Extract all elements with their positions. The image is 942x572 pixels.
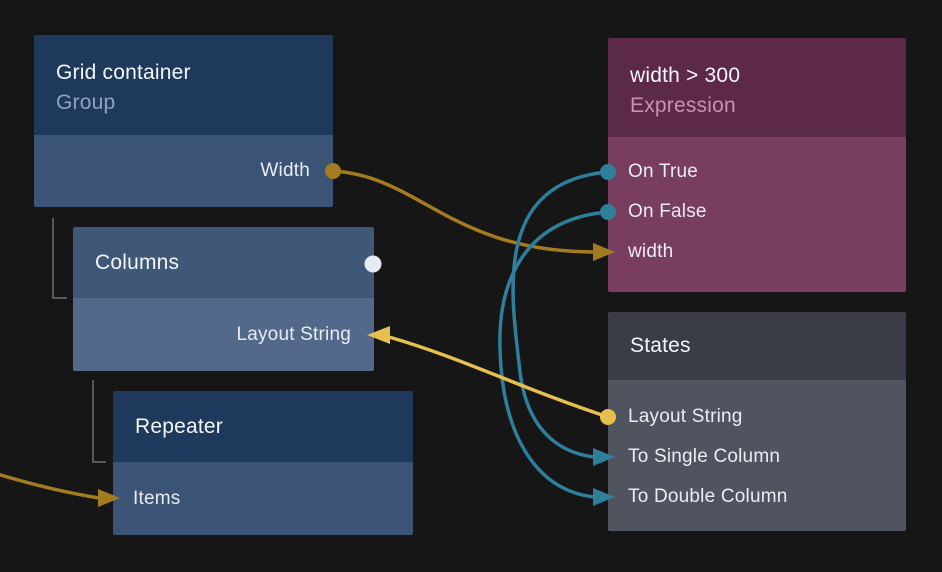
port-label: Items [133,487,181,509]
port-layout-string-input[interactable]: Layout String [73,324,374,346]
node-title: States [630,334,691,357]
node-grid-container-body: Width [34,135,333,207]
port-width-input[interactable]: width [608,232,906,272]
node-title: Columns [95,250,180,274]
node-title: width > 300 [630,64,741,87]
node-title: Grid container [56,61,191,84]
node-repeater[interactable]: Repeater Items [113,391,413,535]
port-label: Layout String [628,406,743,427]
node-expression[interactable]: width > 300 Expression On True On False … [608,38,906,292]
port-items-input[interactable]: Items [113,488,413,510]
node-expression-body: On True On False width [608,137,906,292]
port-label: width [628,241,674,262]
node-columns[interactable]: Columns Layout String [73,227,374,371]
node-repeater-body: Items [113,462,413,535]
node-columns-header[interactable]: Columns [73,227,374,298]
port-label: To Single Column [628,446,781,467]
wire-on-false-to-double-column[interactable] [498,210,609,499]
node-repeater-header[interactable]: Repeater [113,391,413,462]
port-on-false-output[interactable]: On False [608,192,906,232]
port-label: On False [628,201,707,222]
port-to-double-column-input[interactable]: To Double Column [608,477,906,517]
node-subtitle: Expression [630,94,736,117]
port-label: Width [260,160,310,181]
port-on-true-output[interactable]: On True [608,152,906,192]
hierarchy-line-grid-to-columns [52,218,67,299]
port-layout-string-output[interactable]: Layout String [608,397,906,437]
hierarchy-line-columns-to-repeater [92,380,106,463]
node-states[interactable]: States Layout String To Single Column To… [608,312,906,531]
wire-on-true-to-single-column[interactable] [511,170,609,459]
node-subtitle: Group [56,91,116,114]
node-grid-container-header[interactable]: Grid container Group [34,35,333,135]
port-label: On True [628,161,699,182]
node-states-body: Layout String To Single Column To Double… [608,380,906,531]
node-columns-body: Layout String [73,298,374,371]
node-grid-container[interactable]: Grid container Group Width [34,35,333,207]
wire-offscreen-to-items[interactable] [0,472,100,500]
port-label: Layout String [236,323,351,345]
node-title: Repeater [135,414,223,438]
port-label: To Double Column [628,486,788,507]
node-expression-header[interactable]: width > 300 Expression [608,38,906,137]
port-width-output[interactable]: Width [34,160,333,182]
node-states-header[interactable]: States [608,312,906,380]
wire-layout-string-to-columns[interactable] [388,335,609,419]
port-to-single-column-input[interactable]: To Single Column [608,437,906,477]
